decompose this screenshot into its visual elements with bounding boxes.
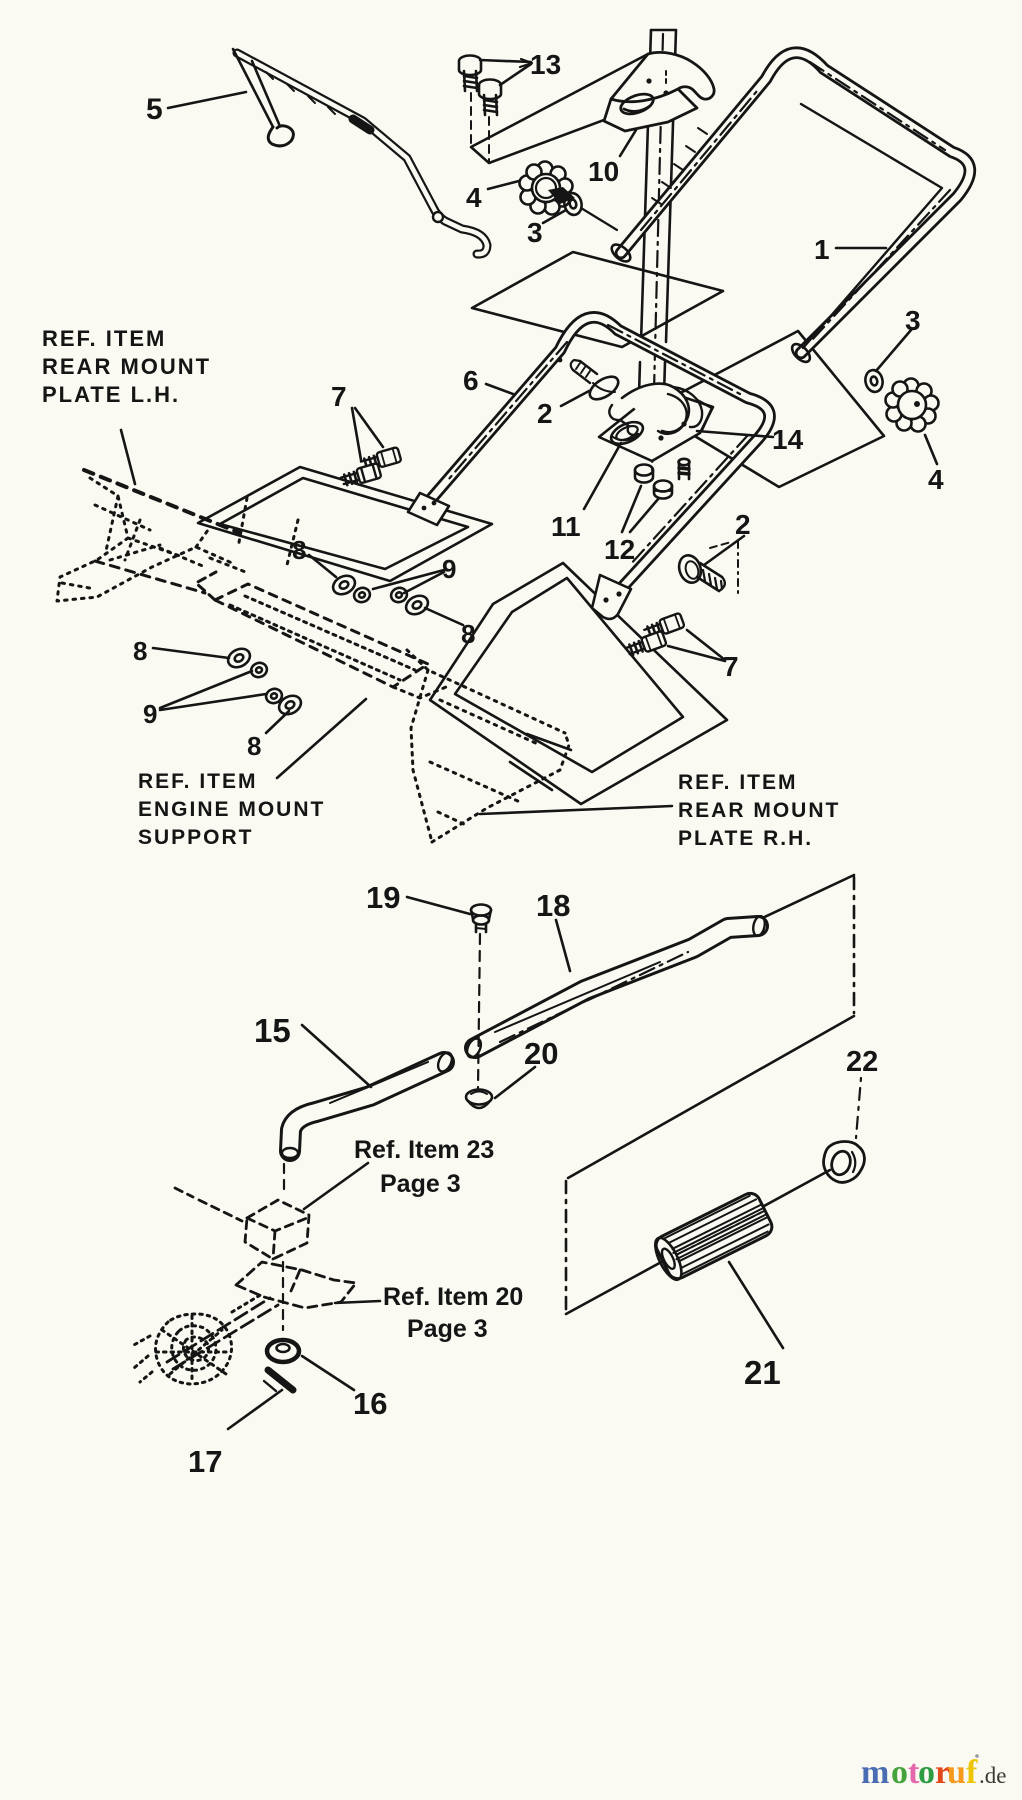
- svg-text:8: 8: [247, 731, 261, 761]
- svg-text:15: 15: [254, 1012, 291, 1049]
- svg-text:REF. ITEM: REF. ITEM: [138, 770, 258, 793]
- svg-text:2: 2: [537, 398, 553, 429]
- svg-text:13: 13: [530, 49, 561, 80]
- svg-text:REF. ITEM: REF. ITEM: [678, 771, 798, 794]
- svg-text:motoruf.de: motoruf.de: [861, 1754, 1006, 1791]
- svg-text:REAR MOUNT: REAR MOUNT: [42, 354, 211, 379]
- svg-text:4: 4: [928, 464, 944, 495]
- svg-text:2: 2: [735, 509, 751, 540]
- svg-text:16: 16: [353, 1386, 387, 1421]
- svg-text:7: 7: [331, 381, 347, 412]
- svg-text:12: 12: [604, 534, 635, 565]
- svg-text:4: 4: [466, 182, 482, 213]
- svg-text:Ref. Item 20: Ref. Item 20: [383, 1283, 523, 1311]
- svg-text:19: 19: [366, 880, 400, 915]
- svg-text:1: 1: [814, 234, 830, 265]
- svg-text:14: 14: [772, 424, 804, 455]
- svg-text:20: 20: [524, 1036, 558, 1071]
- svg-text:ENGINE MOUNT: ENGINE MOUNT: [138, 798, 325, 821]
- svg-text:6: 6: [463, 365, 479, 396]
- svg-text:11: 11: [551, 511, 581, 542]
- svg-text:Page 3: Page 3: [407, 1315, 488, 1343]
- svg-text:REF. ITEM: REF. ITEM: [42, 326, 166, 351]
- svg-text:8: 8: [133, 636, 147, 666]
- svg-text:3: 3: [905, 305, 921, 336]
- svg-text:9: 9: [442, 554, 456, 584]
- svg-text:Page 3: Page 3: [380, 1170, 461, 1198]
- svg-text:8: 8: [461, 619, 475, 649]
- svg-text:REAR MOUNT: REAR MOUNT: [678, 799, 840, 822]
- svg-text:21: 21: [744, 1354, 781, 1391]
- svg-text:Ref. Item 23: Ref. Item 23: [354, 1136, 494, 1164]
- svg-text:PLATE L.H.: PLATE L.H.: [42, 382, 180, 407]
- svg-text:SUPPORT: SUPPORT: [138, 826, 254, 849]
- svg-text:3: 3: [527, 217, 543, 248]
- svg-text:18: 18: [536, 888, 570, 923]
- svg-text:PLATE R.H.: PLATE R.H.: [678, 827, 813, 850]
- svg-text:7: 7: [723, 651, 739, 682]
- svg-text:5: 5: [146, 93, 163, 126]
- svg-text:17: 17: [188, 1444, 222, 1479]
- svg-text:8: 8: [292, 535, 306, 565]
- svg-text:10: 10: [588, 156, 619, 187]
- svg-text:22: 22: [846, 1046, 878, 1078]
- svg-text:9: 9: [143, 699, 157, 729]
